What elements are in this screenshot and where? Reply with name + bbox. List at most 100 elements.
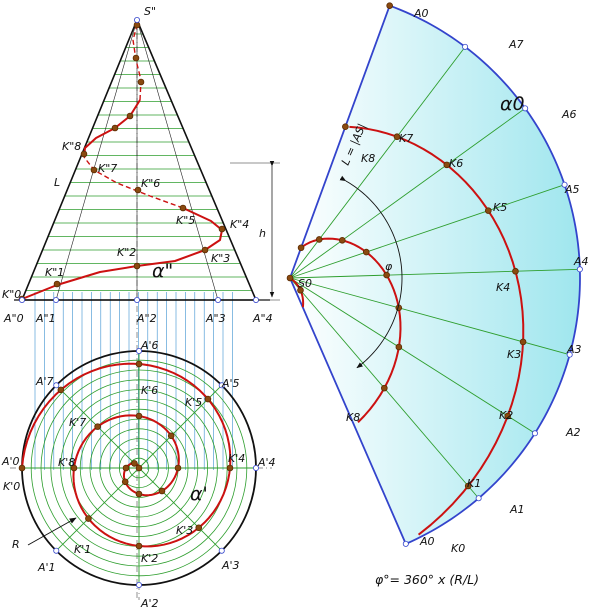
generator-1 <box>55 19 138 301</box>
spiral-point-12 <box>174 464 182 472</box>
angle-arc-path <box>339 175 403 369</box>
base-point-0 <box>18 296 25 303</box>
development-labels: S0 L = |AS| φ α0 φ°= 360° x (R/L) A0 A7 … <box>298 7 589 587</box>
dev-a-point-1 <box>462 43 469 50</box>
dev-k-point-6 <box>443 161 451 169</box>
a-label-1: A'1 <box>37 561 56 574</box>
dev-surface-label: α0 <box>500 93 525 115</box>
dev-a-label-3: A3 <box>566 343 582 356</box>
top-a-point-5 <box>218 382 225 389</box>
front-point-9 <box>111 124 119 132</box>
front-point-1 <box>53 280 61 288</box>
k-label-1: K"1 <box>45 266 64 279</box>
helix-front-projection <box>18 16 259 303</box>
front-point-5 <box>179 204 187 212</box>
dev-k-point-2 <box>504 412 512 420</box>
dev-a-label-1: A1 <box>509 503 525 516</box>
dev-k-point-8 <box>342 123 349 131</box>
dev-k-point-4 <box>512 267 519 275</box>
dev-k-point-7 <box>393 133 401 141</box>
front-point-10 <box>126 112 134 120</box>
spiral-top-projection <box>18 360 234 550</box>
front-view: S" L h α" A"0 A"1 A"2 A"3 A"4 K"0 K"1 K"… <box>2 5 280 600</box>
helix-visible-lower <box>21 207 223 300</box>
dev-a-point-7 <box>475 495 482 502</box>
height-label: h <box>259 227 266 240</box>
dev-k-label-1: K1 <box>467 477 481 490</box>
dev-ray-4 <box>289 268 580 279</box>
k-label-8: K"8 <box>62 140 81 153</box>
dev-a-point-4 <box>576 266 583 273</box>
spiral-point-1 <box>57 386 65 394</box>
dev-k-label-6: K6 <box>449 157 463 170</box>
a-label-4: A'4 <box>257 456 276 469</box>
top-a-point-3 <box>218 547 225 554</box>
spiral-point-2 <box>135 360 143 368</box>
dev-k-point-17 <box>297 286 304 294</box>
base-label-3: A"3 <box>205 312 226 325</box>
dev-a-label-0: A0 <box>413 7 429 20</box>
spiral-point-13 <box>158 487 166 495</box>
front-point-6 <box>134 186 142 194</box>
k-label-7: K"7 <box>98 162 117 175</box>
dev-k-label-7: K7 <box>399 132 413 145</box>
slant-label: L <box>54 176 60 189</box>
base-point-4 <box>252 296 259 303</box>
spiral-point-9 <box>94 423 101 430</box>
spiral-point-11 <box>167 432 175 440</box>
spiral-point-6 <box>135 542 143 550</box>
angle-label: φ <box>385 260 393 273</box>
k-prime-label-1: K'1 <box>74 543 91 556</box>
front-point-4 <box>218 225 226 233</box>
front-point-3 <box>201 246 209 254</box>
k-prime-label-0: K'0 <box>3 480 20 493</box>
front-point-11 <box>137 78 145 86</box>
k-label-2: K"2 <box>117 246 136 259</box>
dev-a-point-8 <box>402 540 409 547</box>
dev-ray-2 <box>289 107 526 279</box>
dev-k-point-9 <box>381 384 388 392</box>
k-prime-label-2: K'2 <box>141 552 158 565</box>
cone-outline <box>14 17 270 301</box>
top-a-point-6 <box>135 347 142 354</box>
radius-leader <box>27 517 77 546</box>
a-label-2: A'2 <box>140 597 159 610</box>
dev-k-point-12 <box>383 271 390 279</box>
front-labels: S" L h α" A"0 A"1 A"2 A"3 A"4 K"0 K"1 K"… <box>2 5 273 325</box>
top-ray-3 <box>138 467 223 552</box>
a-label-3: A'3 <box>221 559 240 572</box>
base-label-4: A"4 <box>252 312 273 325</box>
base-label-0: A"0 <box>3 312 24 325</box>
dev-k-label-4: K4 <box>496 281 510 294</box>
radius-label: R <box>12 538 20 551</box>
spiral-point-15 <box>121 478 129 486</box>
dev-k-point-15 <box>315 236 323 243</box>
base-label-1: A"1 <box>35 312 56 325</box>
helix-development <box>286 2 527 536</box>
dev-k-label-0: K0 <box>451 542 465 555</box>
spiral-point-14 <box>135 490 143 498</box>
height-dimension <box>230 160 280 301</box>
base-label-2: A"2 <box>136 312 157 325</box>
top-surface-label: α' <box>190 483 208 505</box>
spiral-point-17 <box>131 460 138 467</box>
k-prime-label-7: K'7 <box>69 416 86 429</box>
base-point-2 <box>133 296 140 303</box>
dev-a-label-6: A6 <box>561 108 577 121</box>
dev-apex-label: S0 <box>298 277 312 290</box>
dev-k-point-18 <box>286 274 294 282</box>
k-label-0: K"0 <box>2 288 21 301</box>
dev-k-label-3: K3 <box>507 348 521 361</box>
k-label-3: K"3 <box>211 252 230 265</box>
top-a-point-4 <box>252 464 259 471</box>
dev-a-point-6 <box>531 430 538 437</box>
base-point-3 <box>214 296 221 303</box>
a-label-6: A'6 <box>140 339 159 352</box>
apex-point <box>133 16 140 23</box>
k-label-6: K"6 <box>141 177 160 190</box>
dev-k-point-5 <box>485 207 492 214</box>
dev-k-point-1 <box>464 482 472 490</box>
angle-arc <box>339 175 403 369</box>
spiral-point-4 <box>226 464 234 472</box>
